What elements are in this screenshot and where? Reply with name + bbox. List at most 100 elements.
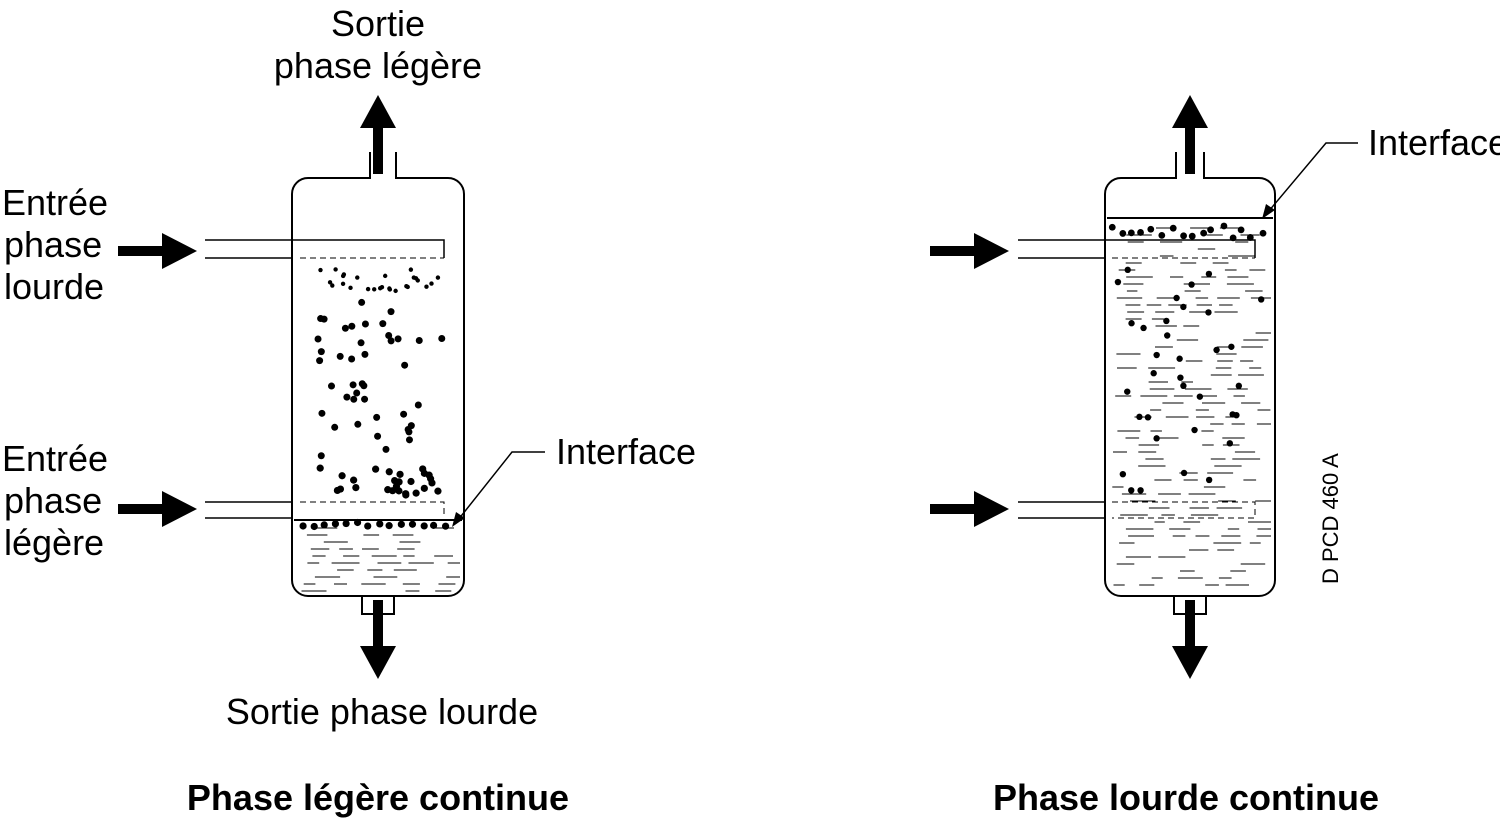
droplet (402, 491, 410, 499)
droplet (419, 465, 427, 473)
droplet (1176, 355, 1183, 362)
droplet (1246, 234, 1254, 241)
left-top-nozzle (369, 152, 397, 178)
droplet (350, 395, 358, 403)
droplet (395, 487, 403, 495)
droplet (408, 520, 417, 528)
droplet (1150, 370, 1157, 377)
droplet (376, 520, 384, 528)
droplet (414, 401, 422, 409)
droplet (1140, 324, 1147, 332)
droplet (1153, 435, 1160, 442)
droplet (331, 423, 339, 431)
left-caption: Phase légère continue (187, 777, 569, 818)
droplet (1119, 470, 1127, 478)
droplet (372, 287, 377, 292)
droplet (341, 324, 349, 332)
droplet (354, 420, 362, 428)
droplet (1257, 296, 1265, 303)
droplet (1200, 229, 1208, 237)
droplet (299, 522, 307, 530)
droplet (1124, 388, 1131, 395)
droplet (405, 436, 413, 444)
droplet (327, 280, 333, 285)
left-bottom-outlet-label: Sortie phase lourde (226, 691, 538, 732)
droplet (1128, 320, 1135, 327)
right-interface-leader (1262, 142, 1358, 219)
droplet (310, 522, 318, 531)
droplet (1237, 226, 1245, 234)
droplet (412, 489, 420, 497)
left-heavy-inlet-label-line1: Entrée (2, 182, 108, 223)
droplet (355, 275, 360, 280)
droplet (1226, 440, 1234, 447)
left-light-inlet-label-line2: phase (4, 480, 102, 521)
droplet (348, 322, 356, 330)
droplet (361, 320, 369, 328)
left-heavy-inlet-label-line3: lourde (4, 266, 104, 307)
droplet (1180, 469, 1188, 477)
droplet (385, 522, 393, 530)
left-interface-label: Interface (556, 431, 696, 472)
droplet (318, 267, 323, 273)
droplet (435, 275, 441, 280)
droplet (1180, 382, 1187, 390)
droplet (340, 273, 346, 279)
droplet (1163, 317, 1170, 325)
droplet (400, 410, 408, 418)
droplet (425, 471, 433, 479)
droplet (1180, 232, 1187, 240)
droplet (407, 477, 415, 486)
droplet (382, 273, 388, 279)
droplet (1188, 281, 1195, 288)
droplet (343, 393, 351, 401)
droplet (385, 468, 393, 476)
droplet (397, 520, 405, 528)
left-top-outlet-label-line2: phase légère (274, 45, 482, 86)
droplet (336, 352, 344, 360)
droplet (1136, 413, 1143, 421)
droplet (338, 472, 346, 480)
droplet (317, 452, 325, 460)
left-heavy-droplets (299, 267, 450, 531)
droplet (434, 487, 442, 495)
droplet (1205, 270, 1213, 278)
droplet (342, 519, 350, 528)
right-column: Interface Phase lourde continue D PCD 46… (930, 95, 1500, 818)
left-bottom-outlet-arrow (360, 600, 396, 679)
left-column: Sortie phase légère Entrée phase lourde … (2, 3, 696, 818)
droplet (350, 476, 358, 484)
droplet (333, 267, 338, 272)
left-light-inlet-label-line1: Entrée (2, 438, 108, 479)
left-heavy-phase-region (301, 527, 460, 592)
droplet (405, 284, 410, 290)
droplet (377, 286, 383, 291)
left-heavy-inlet-arrow (118, 233, 197, 269)
droplet (1188, 232, 1196, 240)
right-light-inlet-arrow (930, 491, 1009, 527)
droplet (373, 413, 381, 421)
droplet (1233, 411, 1240, 419)
droplet (1180, 303, 1187, 311)
left-light-inlet-label-line3: légère (4, 522, 104, 563)
droplet (374, 432, 382, 440)
droplet (1137, 487, 1144, 494)
right-bottom-outlet-arrow (1172, 600, 1208, 679)
droplet (1213, 346, 1220, 354)
droplet (1173, 294, 1180, 302)
droplet (348, 285, 353, 291)
left-interface-leader (452, 451, 545, 527)
droplet (1196, 393, 1204, 400)
droplet (384, 486, 392, 494)
reference-code: D PCD 460 A (1318, 453, 1343, 584)
droplet (1114, 278, 1122, 286)
right-light-inlet-pipe (1018, 501, 1256, 519)
droplet (340, 281, 346, 287)
droplet (395, 478, 403, 486)
droplet (393, 288, 398, 294)
droplet (407, 422, 415, 430)
droplet (441, 522, 450, 530)
droplet (348, 355, 356, 363)
droplet (1220, 222, 1228, 230)
droplet (1228, 343, 1235, 350)
